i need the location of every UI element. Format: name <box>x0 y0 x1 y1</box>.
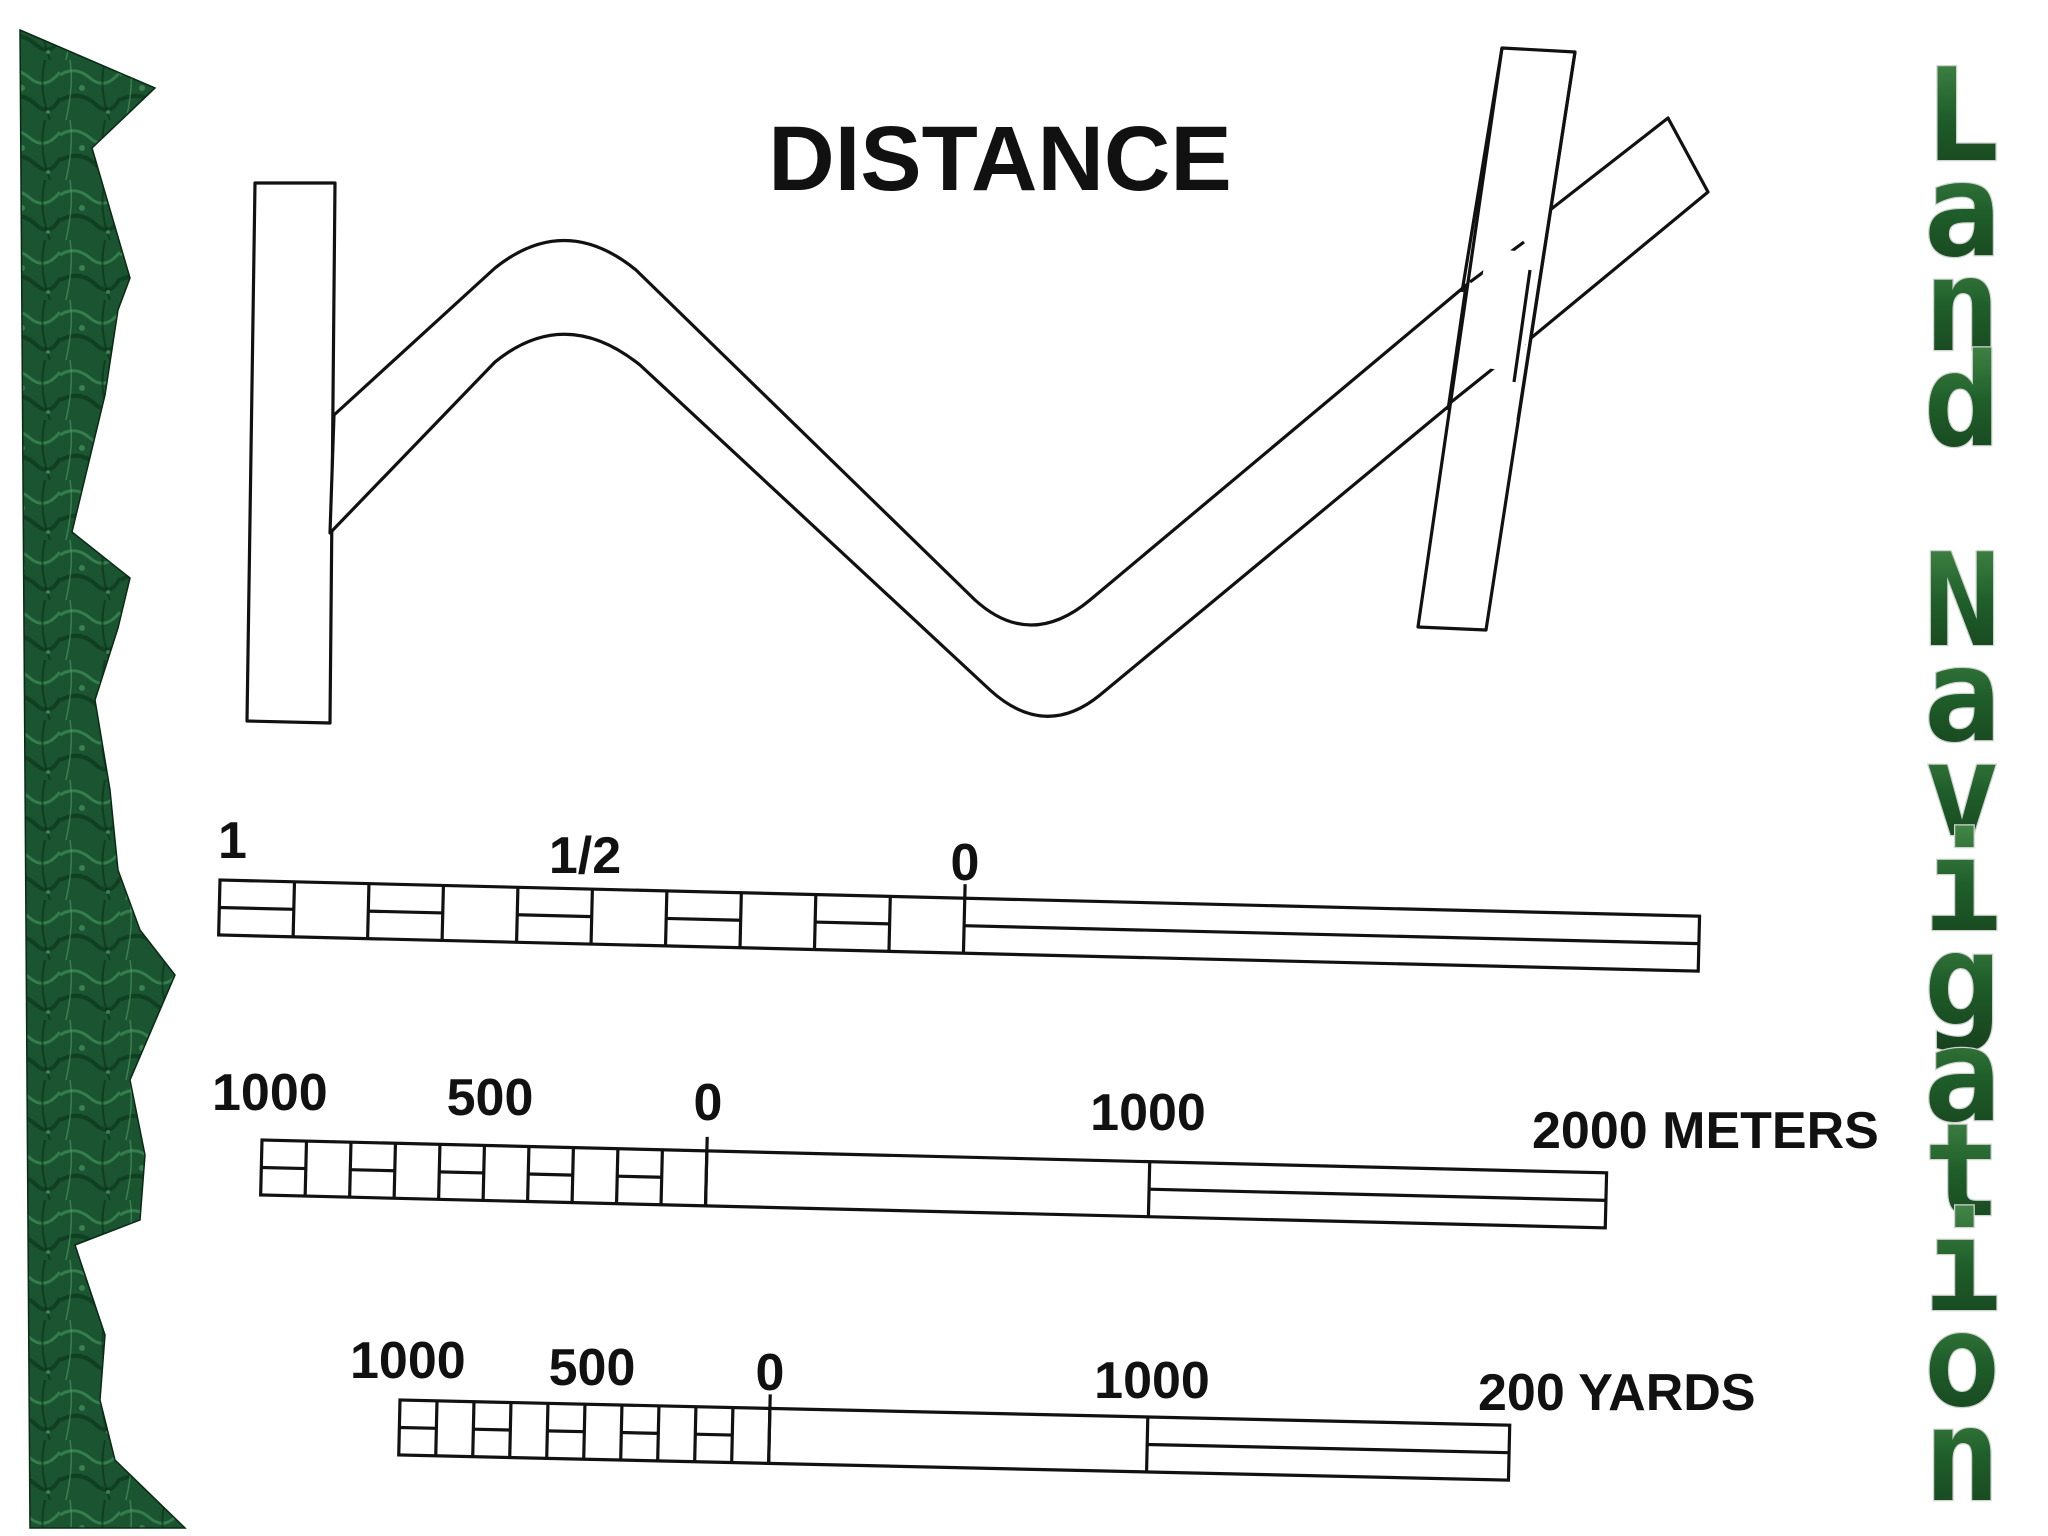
vertical-title-letter: L <box>1923 42 2000 191</box>
scale-label: 500 <box>447 1069 534 1127</box>
vertical-title-letter: d <box>1923 327 2000 476</box>
vertical-title-letter: n <box>1923 1382 2000 1531</box>
vertical-title-letter: i <box>1923 1192 2000 1341</box>
vertical-title-letter: N <box>1923 527 2000 676</box>
vertical-title-letter: i <box>1923 812 2000 961</box>
scale-subdivision-line <box>368 909 443 915</box>
scale-label: 0 <box>694 1074 723 1132</box>
scale-label: 1000 <box>212 1064 328 1122</box>
scale-subdivision-line <box>517 913 592 919</box>
scale-primary-midline <box>964 924 1699 946</box>
scale-major-tick <box>767 1408 772 1464</box>
scale-bar-outline <box>397 1398 1512 1482</box>
scale-subdivision-line <box>617 1174 662 1179</box>
scale-bar-outline <box>259 1138 1609 1230</box>
scale-label: 2000 METERS <box>1532 1102 1879 1160</box>
scale-subdivision-line <box>261 1165 306 1171</box>
scale-primary-midline <box>1147 1442 1510 1455</box>
scale-label: 1 <box>218 812 247 870</box>
diagram-title: DISTANCE <box>768 108 1231 210</box>
road-left-vertical <box>245 181 337 725</box>
scale-label: 200 YARDS <box>1478 1364 1756 1422</box>
scale-subdivision-line <box>350 1168 395 1173</box>
scale-subdivision-line <box>219 905 294 911</box>
scale-subdivision-line <box>399 1425 437 1430</box>
scale-label: 1000 <box>1094 1352 1210 1410</box>
scale-subdivision-line <box>439 1170 484 1175</box>
vertical-title-letter: n <box>1923 232 2000 381</box>
scale-subdivision-line <box>666 916 741 922</box>
scale-label: 0 <box>951 834 980 892</box>
scale-subdivision-line <box>473 1427 511 1432</box>
road-winding <box>328 238 1527 718</box>
scale-label: 1000 <box>350 1332 466 1390</box>
scale-yards: 1000 500 0 1000 200 YARDS <box>350 1332 1756 1482</box>
vertical-title-letter: g <box>1923 907 2000 1056</box>
scale-bar-outline <box>217 878 1702 973</box>
scale-primary-midline <box>1149 1187 1606 1202</box>
scale-label: 500 <box>549 1339 636 1397</box>
scale-subdivision-line <box>547 1429 585 1434</box>
scale-subdivision-line <box>528 1172 573 1177</box>
scale-major-tick <box>703 1150 709 1206</box>
scale-meters: 1000 500 0 1000 2000 METERS <box>212 1064 1879 1230</box>
scale-label: 1000 <box>1090 1084 1206 1142</box>
scale-label: 0 <box>756 1344 785 1402</box>
scale-subdivision-line <box>815 920 890 926</box>
vertical-title-letter: o <box>1923 1287 2000 1436</box>
vertical-title-letter: t <box>1923 1097 2000 1246</box>
scale-subdivision-line <box>621 1430 659 1435</box>
scale-label: 1/2 <box>549 827 621 885</box>
green-jagged-border <box>19 28 187 1529</box>
scale-subdivision-line <box>695 1432 733 1437</box>
vertical-title-letter: a <box>1923 137 2000 286</box>
vertical-title-letter: v <box>1923 717 2000 866</box>
vertical-title-letter: a <box>1923 1002 2000 1151</box>
vertical-title-letter: a <box>1923 622 2000 771</box>
road-drawing <box>245 46 1710 725</box>
scale-statute: 1 1/2 0 <box>217 812 1702 973</box>
